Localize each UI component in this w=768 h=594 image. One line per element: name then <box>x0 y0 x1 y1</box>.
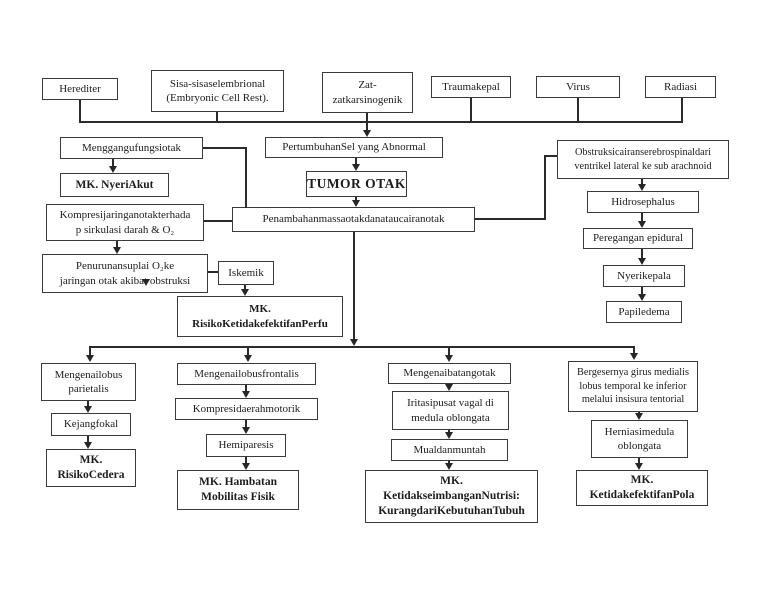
connector-line <box>366 113 368 130</box>
connector-line <box>245 147 247 208</box>
arrowhead-down-icon <box>349 339 358 346</box>
node-mk-risiko-ketidakefektifan-perfusi: MK.RisikoKetidakefektifanPerfu <box>177 296 343 337</box>
connector-line <box>353 232 355 340</box>
node-virus: Virus <box>536 76 620 98</box>
connector-line <box>245 385 247 392</box>
node-mk-ketidakseimbangan-nutrisi: MK.KetidakseimbanganNutrisi:KurangdariKe… <box>365 470 538 523</box>
node-mk-nyeri-akut: MK. NyeriAkut <box>60 173 169 197</box>
connector-line <box>247 346 249 355</box>
connector-line <box>638 458 640 464</box>
connector-line <box>79 121 683 123</box>
arrowhead-down-icon <box>241 391 250 398</box>
node-mengganggu-fungsi-otak: Menggangufungsiotak <box>60 137 203 159</box>
arrowhead-down-icon <box>444 355 453 362</box>
node-hidrosephalus: Hidrosephalus <box>587 191 699 213</box>
connector-line <box>89 346 635 348</box>
arrowhead-down-icon <box>241 427 250 434</box>
node-zat-karsinogenik: Zat-zatkarsinogenik <box>322 72 413 113</box>
connector-line <box>87 436 89 443</box>
node-mk-ketidakefektifan-pola: MK.KetidakefektifanPola <box>576 470 708 506</box>
arrowhead-down-icon <box>141 279 150 286</box>
arrowhead-down-icon <box>634 413 643 420</box>
node-hemiparesis: Hemiparesis <box>206 434 286 457</box>
node-mk-risiko-cedera: MK.RisikoCedera <box>46 449 136 487</box>
connector-line <box>245 420 247 428</box>
arrowhead-down-icon <box>444 432 453 439</box>
arrowhead-down-icon <box>243 355 252 362</box>
connector-line <box>475 218 546 220</box>
connector-line <box>470 98 472 123</box>
node-pertumbuhan-sel-abnormal: PertumbuhanSel yang Abnormal <box>265 137 443 158</box>
node-herediter: Herediter <box>42 78 118 100</box>
connector-line <box>641 213 643 222</box>
connector-line <box>208 271 218 273</box>
node-kompresi-daerah-motorik: Kompresidaerahmotorik <box>175 398 318 420</box>
arrowhead-down-icon <box>444 384 453 391</box>
connector-line <box>633 346 635 354</box>
connector-line <box>116 241 118 248</box>
connector-line <box>355 158 357 165</box>
arrowhead-down-icon <box>637 184 646 191</box>
arrowhead-down-icon <box>351 164 360 171</box>
arrowhead-down-icon <box>362 130 371 137</box>
arrowhead-down-icon <box>637 294 646 301</box>
connector-line <box>641 249 643 259</box>
arrowhead-down-icon <box>637 258 646 265</box>
connector-line <box>544 155 557 157</box>
connector-line <box>203 147 247 149</box>
node-nyeri-kepala: Nyerikepala <box>603 265 685 287</box>
connector-line <box>245 457 247 464</box>
connector-line <box>544 155 546 220</box>
connector-line <box>79 100 81 123</box>
connector-line <box>89 346 91 355</box>
node-tumor-otak: TUMOR OTAK <box>306 171 407 197</box>
arrowhead-down-icon <box>83 442 92 449</box>
connector-line <box>204 220 232 222</box>
connector-line <box>641 287 643 295</box>
node-penambahan-massa-otak: Penambahanmassaotakdanataucairanotak <box>232 207 475 232</box>
connector-line <box>112 159 114 167</box>
arrowhead-down-icon <box>108 166 117 173</box>
connector-line <box>87 401 89 407</box>
node-mengenai-batang-otak: Mengenaibatangotak <box>388 363 511 384</box>
arrowhead-down-icon <box>241 463 250 470</box>
connector-line <box>355 197 357 202</box>
connector-line <box>641 179 643 186</box>
arrowhead-down-icon <box>240 289 249 296</box>
node-embryonic-cell-rest: Sisa-sisaselembrional(Embryonic Cell Res… <box>151 70 284 112</box>
arrowhead-down-icon <box>85 355 94 362</box>
arrowhead-down-icon <box>112 247 121 254</box>
arrowhead-down-icon <box>634 463 643 470</box>
arrowhead-down-icon <box>444 463 453 470</box>
node-mengenai-lobus-frontalis: Mengenailobusfrontalis <box>177 363 316 385</box>
arrowhead-down-icon <box>351 200 360 207</box>
node-peregangan-epidural: Peregangan epidural <box>583 228 693 249</box>
connector-line <box>244 285 246 290</box>
connector-line <box>681 98 683 123</box>
connector-line <box>216 112 218 123</box>
arrowhead-down-icon <box>83 406 92 413</box>
arrowhead-down-icon <box>637 221 646 228</box>
node-radiasi: Radiasi <box>645 76 716 98</box>
arrowhead-down-icon <box>629 353 638 360</box>
connector-line <box>577 98 579 123</box>
connector-line <box>448 430 450 433</box>
node-kejang-fokal: Kejangfokal <box>51 413 131 436</box>
node-iskemik: Iskemik <box>218 261 274 285</box>
node-papiledema: Papiledema <box>606 301 682 323</box>
node-mual-dan-muntah: Mualdanmuntah <box>391 439 508 461</box>
connector-line <box>448 346 450 355</box>
node-trauma-kepala: Traumakepal <box>431 76 511 98</box>
